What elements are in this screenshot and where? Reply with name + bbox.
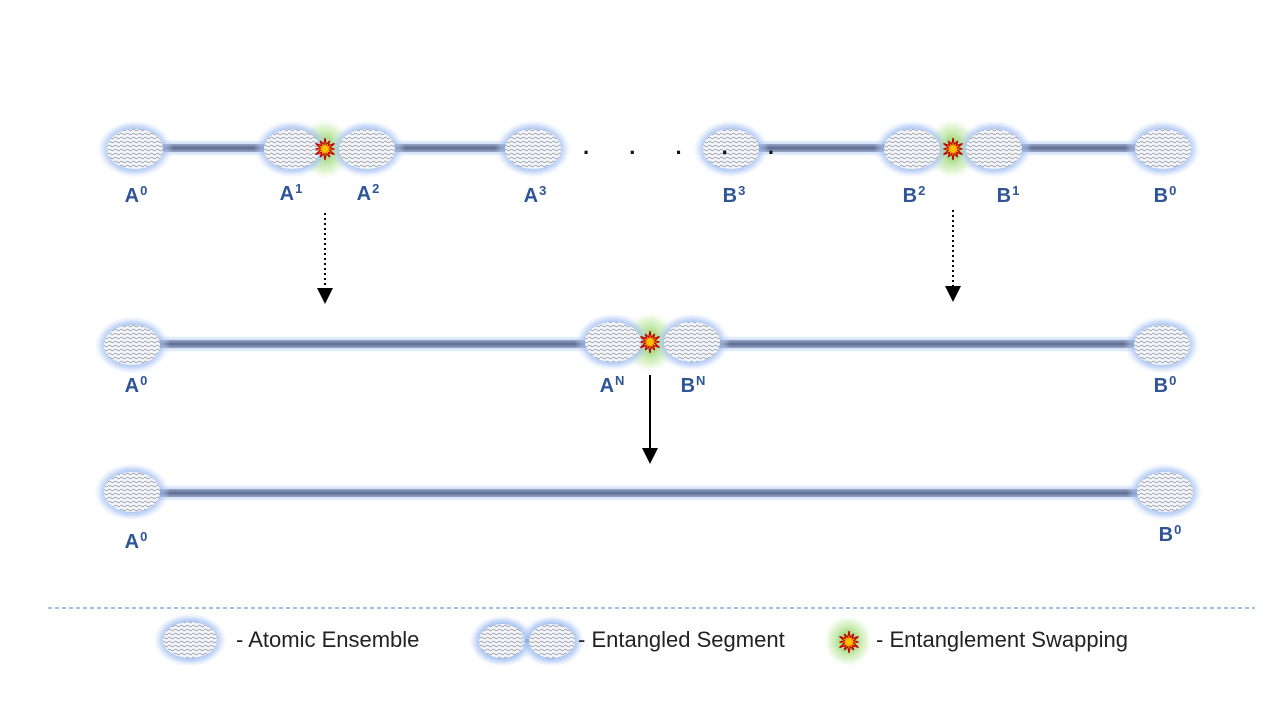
atomic-ensemble xyxy=(495,120,571,178)
label-an-row2: AN xyxy=(599,373,625,397)
legend-ensembles xyxy=(153,613,585,667)
atomic-ensemble xyxy=(97,120,173,178)
label-a2-row1: A2 xyxy=(356,181,380,205)
atomic-ensembles xyxy=(94,120,1203,521)
label-b2-row1: B2 xyxy=(902,183,926,207)
entangled-segment xyxy=(368,142,533,154)
label-bn-row2: BN xyxy=(680,373,706,397)
legend-segment-ensemble-left xyxy=(469,615,535,667)
legend-atomic-ensemble-icon xyxy=(153,613,227,667)
atomic-ensemble xyxy=(874,120,950,178)
atomic-ensemble xyxy=(654,313,730,371)
legend-entangled-segment-label: - Entangled Segment xyxy=(578,627,785,652)
atomic-ensemble xyxy=(254,120,330,178)
row3-segments xyxy=(132,487,1167,499)
legend-star xyxy=(839,630,859,654)
label-a1-row1: A1 xyxy=(279,181,303,205)
atomic-ensemble xyxy=(1125,120,1201,178)
swap-stars xyxy=(315,137,963,354)
label-a3-row1: A3 xyxy=(523,183,547,207)
ellipsis: . . . . . xyxy=(583,134,792,159)
label-b3-row1: B3 xyxy=(722,183,746,207)
atomic-ensemble xyxy=(94,316,170,374)
entangled-segment xyxy=(690,338,1160,350)
label-b0-row3: B0 xyxy=(1158,522,1182,546)
legend-segment-ensemble-right xyxy=(519,615,585,667)
atomic-ensemble xyxy=(329,120,405,178)
atomic-ensemble xyxy=(956,120,1032,178)
label-b1-row1: B1 xyxy=(996,183,1020,207)
atomic-ensemble xyxy=(1127,463,1203,521)
label-a0-row1: A0 xyxy=(124,183,148,207)
explosion-icon xyxy=(839,630,859,654)
entangled-segment xyxy=(730,142,915,154)
legend-atomic-ensemble-label: - Atomic Ensemble xyxy=(236,627,420,652)
entangled-segment xyxy=(132,487,1167,499)
explosion-icon xyxy=(315,137,335,161)
atomic-ensemble xyxy=(94,463,170,521)
explosion-icon xyxy=(640,330,660,354)
row1-segments xyxy=(135,142,1162,154)
row2-segments xyxy=(132,338,1160,350)
label-a0-row2: A0 xyxy=(124,373,148,397)
atomic-ensemble xyxy=(693,120,769,178)
legend-entanglement-swapping-label: - Entanglement Swapping xyxy=(876,627,1128,652)
label-b0-row1: B0 xyxy=(1153,183,1177,207)
atomic-ensemble xyxy=(575,313,651,371)
entangled-segment xyxy=(992,142,1162,154)
entangled-segment xyxy=(132,338,612,350)
arrows xyxy=(317,210,961,464)
explosion-icon xyxy=(943,137,963,161)
label-b0-row2: B0 xyxy=(1153,373,1177,397)
atomic-ensemble xyxy=(1124,316,1200,374)
label-a0-row3: A0 xyxy=(124,529,148,553)
